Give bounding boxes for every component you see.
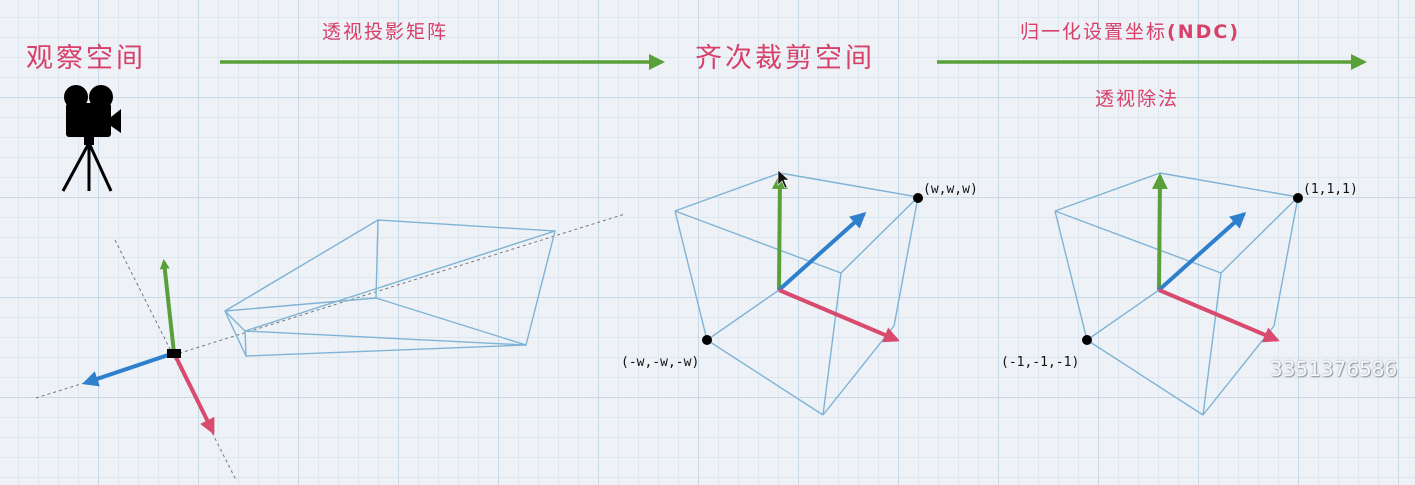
movie-camera-icon <box>61 85 121 192</box>
ndc-max-point <box>1293 193 1303 203</box>
clip-axis-right <box>778 288 900 343</box>
ndc-axis-up <box>1151 173 1168 291</box>
clip-axis-up <box>771 173 788 291</box>
view-axis-right <box>172 352 215 435</box>
ndc-axis-forward <box>1157 212 1247 292</box>
ndc-min-label: (-1,-1,-1) <box>1001 355 1079 370</box>
clip-min-point <box>702 335 712 345</box>
ndc-title: 归一化设置坐标(NDC) <box>1020 17 1240 44</box>
mouse-cursor-icon <box>777 169 790 189</box>
clip-space-diagram: (w,w,w) (-w,-w,-w) <box>621 169 978 416</box>
clip-min-label: (-w,-w,-w) <box>621 355 699 370</box>
view-space-label: 观察空间 <box>26 43 146 74</box>
view-axis-up <box>159 259 176 354</box>
ndc-title-abbrev: (NDC) <box>1167 21 1240 43</box>
perspective-divide-label: 透视除法 <box>1095 88 1180 110</box>
ndc-diagram: (1,1,1) (-1,-1,-1) <box>1001 172 1358 416</box>
ndc-axis-right <box>1158 288 1280 343</box>
clip-max-label: (w,w,w) <box>923 182 978 197</box>
view-origin-marker <box>167 349 181 358</box>
clip-cube <box>674 172 919 416</box>
projection-matrix-label: 透视投影矩阵 <box>322 21 449 43</box>
view-frustum <box>224 219 556 357</box>
ndc-min-point <box>1082 335 1092 345</box>
view-space-diagram <box>35 213 626 481</box>
ndc-title-text: 归一化设置坐标 <box>1020 21 1168 43</box>
clip-max-point <box>913 193 923 203</box>
watermark-text: 3351376586 <box>1270 357 1398 381</box>
clip-axis-forward <box>777 212 867 292</box>
clip-space-label: 齐次裁剪空间 <box>695 43 875 74</box>
ndc-cube <box>1054 172 1299 416</box>
ndc-max-label: (1,1,1) <box>1303 182 1358 197</box>
view-axis-forward <box>82 351 175 387</box>
